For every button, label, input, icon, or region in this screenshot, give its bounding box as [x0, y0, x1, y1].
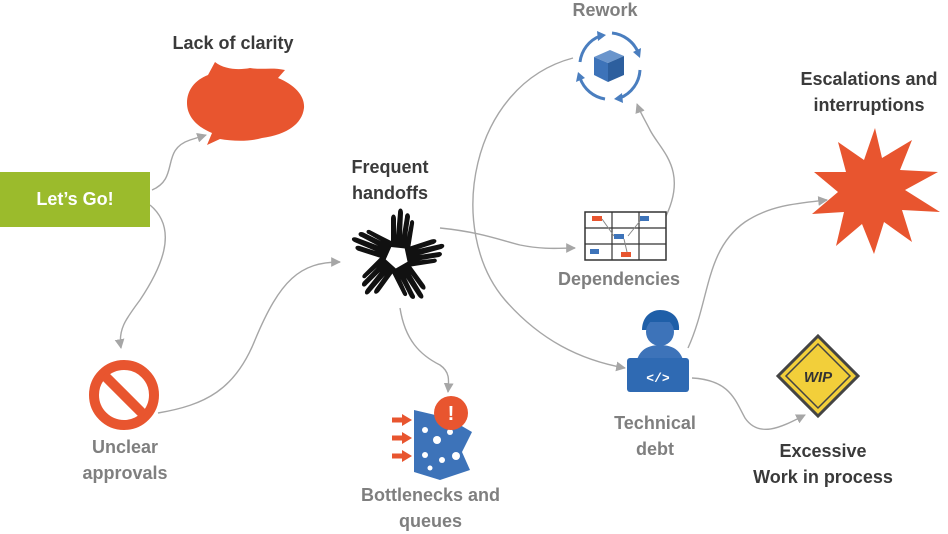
- bottlenecks-label: Bottlenecks and queues: [348, 482, 513, 534]
- lack-of-clarity-label: Lack of clarity: [172, 33, 294, 53]
- wip-sign-text: WIP: [804, 369, 833, 386]
- connector-start-to-clarity: [151, 132, 207, 191]
- bottlenecks-line1: Bottlenecks and: [360, 485, 501, 505]
- escalations-label: Escalations and interruptions: [790, 66, 948, 118]
- svg-text:!: !: [448, 403, 455, 425]
- unclear-approvals-label: Unclear approvals: [60, 434, 190, 486]
- excessive-wip-label: Excessive Work in process: [748, 438, 898, 490]
- unclear-approvals-line2: approvals: [82, 463, 168, 483]
- frequent-handoffs-line1: Frequent: [351, 157, 429, 177]
- lets-go-box: Let’s Go!: [0, 172, 150, 227]
- frequent-handoffs-line2: handoffs: [352, 183, 428, 203]
- connector-dependencies-to-rework: [635, 103, 676, 221]
- technical-debt-label: Technical debt: [590, 410, 720, 462]
- excessive-wip-line1: Excessive: [779, 441, 867, 461]
- escalations-line1: Escalations and: [800, 69, 938, 89]
- connector-handoffs-to-bottlenecks: [399, 307, 454, 393]
- bottlenecks-line2: queues: [398, 511, 463, 531]
- unclear-approvals-line1: Unclear: [91, 437, 159, 457]
- excessive-wip-line2: Work in process: [753, 467, 893, 487]
- connector-rework-to-technical-debt: [472, 57, 626, 372]
- technical-debt-line2: debt: [636, 439, 674, 459]
- connector-approvals-to-handoffs: [157, 257, 341, 414]
- connector-debt-to-escalations: [687, 196, 828, 349]
- connector-start-to-approvals: [114, 204, 166, 349]
- lets-go-label: Let’s Go!: [36, 189, 114, 209]
- dependencies-label: Dependencies: [557, 269, 681, 289]
- svg-text:</>: </>: [646, 371, 670, 386]
- rework-label: Rework: [572, 0, 638, 20]
- frequent-handoffs-label: Frequent handoffs: [325, 154, 455, 206]
- connector-handoffs-to-dependencies: [439, 227, 576, 253]
- connector-debt-to-wip: [691, 377, 806, 430]
- escalations-line2: interruptions: [813, 95, 925, 115]
- technical-debt-line1: Technical: [614, 413, 696, 433]
